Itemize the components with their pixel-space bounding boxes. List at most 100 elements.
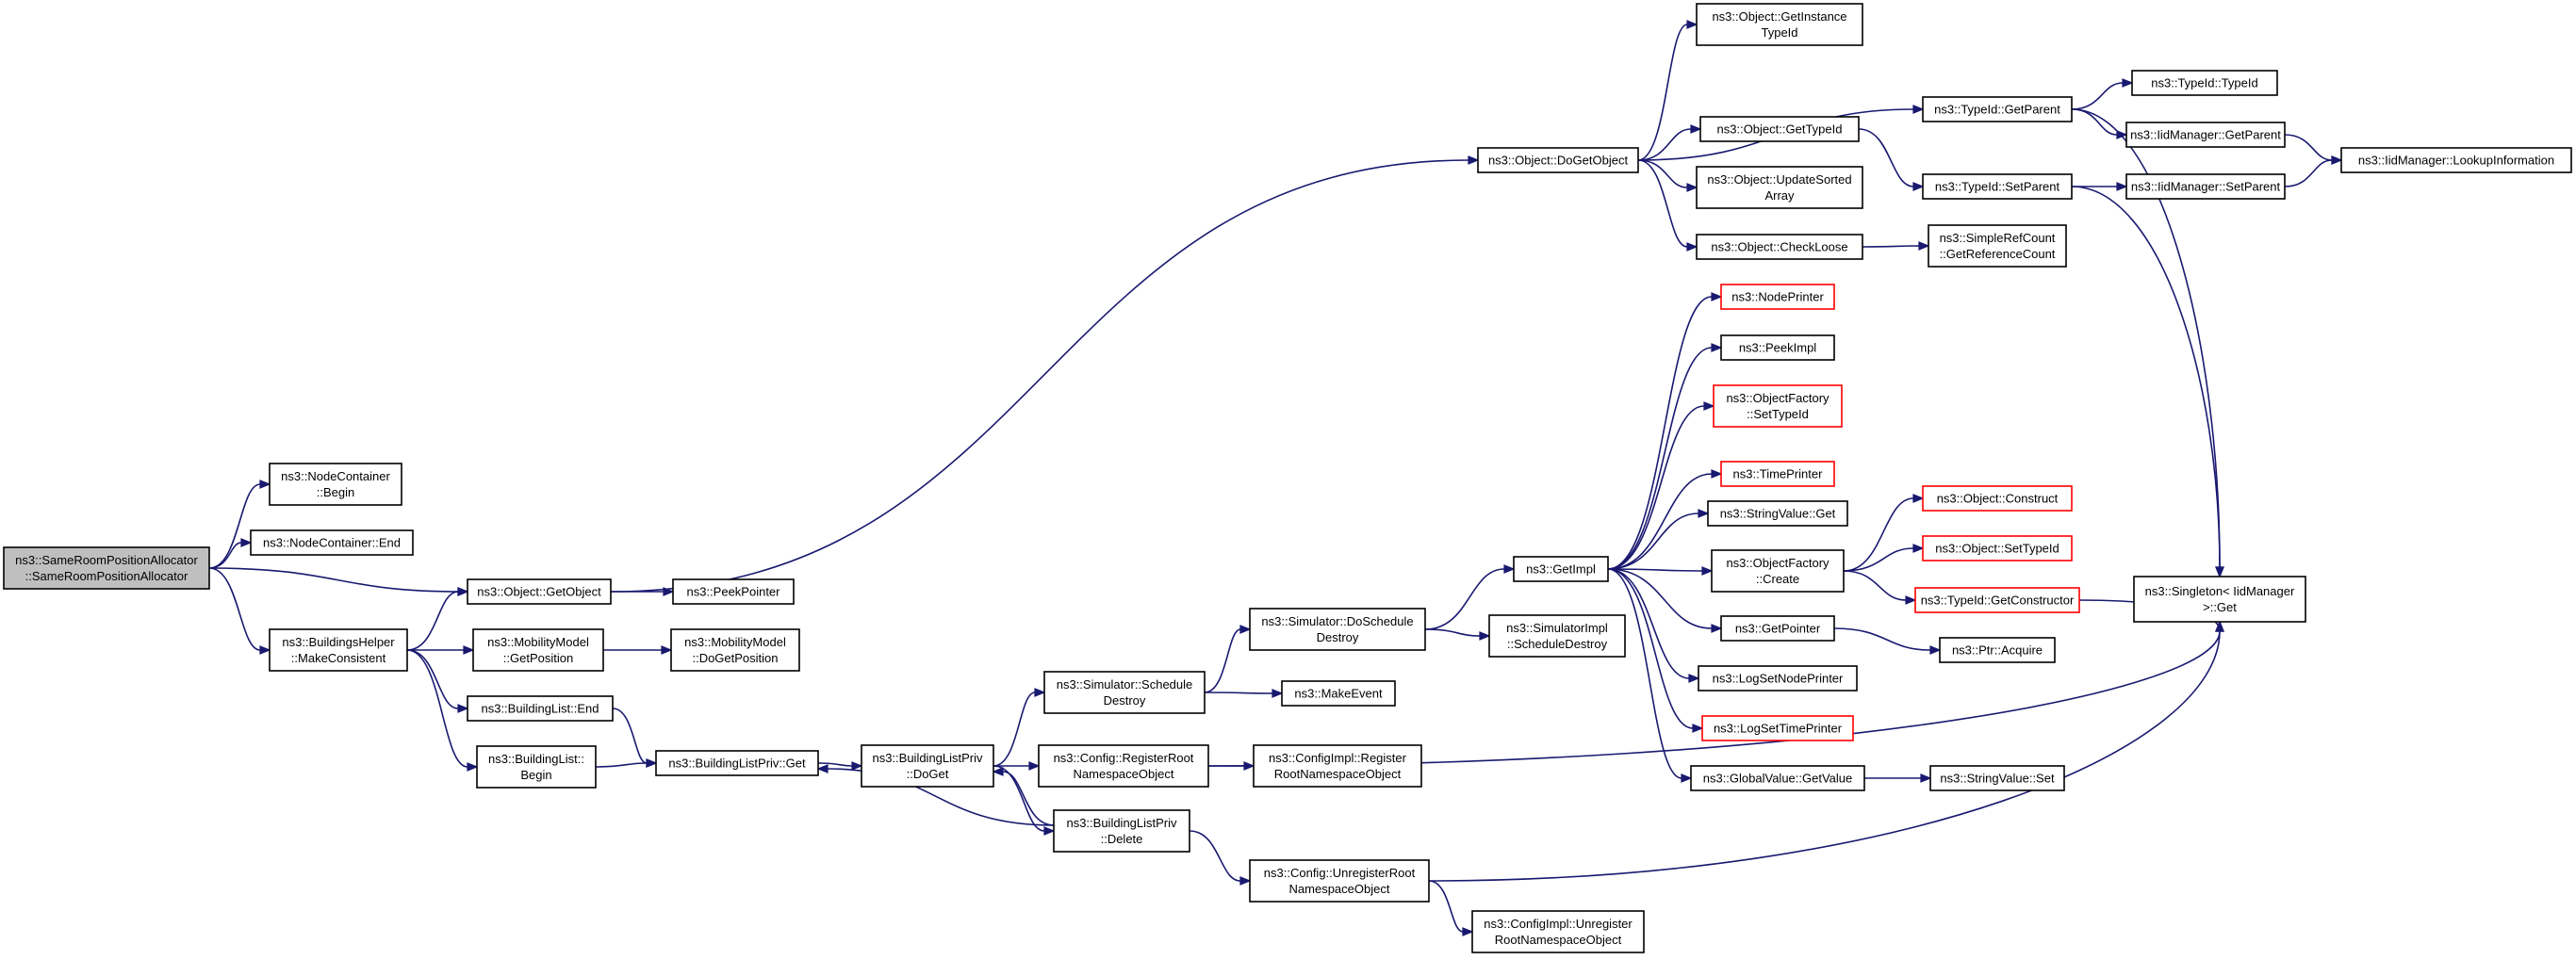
node-cfg_unregisterroot[interactable]: ns3::Config::UnregisterRootNamespaceObje… — [1249, 859, 1430, 903]
node-stringvalue_set[interactable]: ns3::StringValue::Set — [1929, 765, 2065, 791]
node-objfactory_create[interactable]: ns3::ObjectFactory::Create — [1711, 549, 1845, 593]
edge-cfg_registerroot-to-singleton_get — [1207, 630, 2221, 767]
arrowhead-getimpl-to-objfactory_settypeid — [1703, 401, 1715, 411]
node-label: ns3::BuildingListPriv — [1066, 816, 1177, 830]
node-box — [1513, 556, 1609, 582]
node-label: ns3::Object::SetTypeId — [1935, 542, 2059, 556]
node-typeid_getparent[interactable]: ns3::TypeId::GetParent — [1922, 96, 2073, 122]
node-nc_end[interactable]: ns3::NodeContainer::End — [250, 529, 414, 556]
edge-root-to-nc_end — [208, 542, 242, 569]
node-timeprinter[interactable]: ns3::TimePrinter — [1720, 461, 1835, 487]
edge-getimpl-to-stringvalue_get — [1607, 513, 1699, 570]
arrowhead-sim_doscheduledestroy-to-getimpl — [1503, 564, 1516, 574]
node-typeid_getconstructor[interactable]: ns3::TypeId::GetConstructor — [1914, 587, 2080, 613]
node-nc_begin[interactable]: ns3::NodeContainer::Begin — [269, 463, 402, 506]
arrowhead-obj_dogetobject-to-obj_gettypeid — [1690, 124, 1702, 134]
arrowhead-root-to-nc_end — [240, 538, 253, 547]
node-label: ns3::NodeContainer — [281, 469, 390, 483]
arrowhead-iidm_setparent-to-iidm_lookupinfo — [2331, 155, 2343, 165]
node-logsettimeprinter[interactable]: ns3::LogSetTimePrinter — [1701, 715, 1854, 741]
node-peekimpl[interactable]: ns3::PeekImpl — [1720, 334, 1835, 361]
edges-layer — [208, 20, 2343, 936]
node-obj_construct[interactable]: ns3::Object::Construct — [1922, 485, 2073, 512]
node-cfgimpl_unregister[interactable]: ns3::ConfigImpl::UnregisterRootNamespace… — [1471, 910, 1645, 953]
node-typeid_setparent[interactable]: ns3::TypeId::SetParent — [1922, 173, 2073, 200]
node-simimpl_scheduledestroy[interactable]: ns3::SimulatorImpl::ScheduleDestroy — [1488, 614, 1626, 658]
node-label: ns3::Object::GetInstance — [1712, 9, 1846, 24]
edge-iidm_getparent-to-iidm_lookupinfo — [2284, 134, 2333, 161]
node-blp_get[interactable]: ns3::BuildingListPriv::Get — [655, 750, 819, 776]
node-iidm_setparent[interactable]: ns3::IidManager::SetParent — [2125, 173, 2286, 200]
node-label: ns3::Config::RegisterRoot — [1054, 751, 1194, 765]
node-getimpl[interactable]: ns3::GetImpl — [1513, 556, 1609, 582]
node-sim_scheduledestroy[interactable]: ns3::Simulator::ScheduleDestroy — [1043, 671, 1206, 714]
node-nodeprinter[interactable]: ns3::NodePrinter — [1720, 284, 1835, 310]
node-label: ns3::IidManager::GetParent — [2130, 128, 2281, 142]
node-blp_delete[interactable]: ns3::BuildingListPriv::Delete — [1053, 809, 1190, 853]
node-box — [1696, 234, 1863, 260]
node-peekpointer[interactable]: ns3::PeekPointer — [672, 578, 795, 605]
node-globalvalue_getvalue[interactable]: ns3::GlobalValue::GetValue — [1690, 765, 1865, 791]
node-obj_settypeid[interactable]: ns3::Object::SetTypeId — [1922, 535, 2073, 561]
edge-typeid_getparent-to-singleton_get — [2071, 108, 2221, 568]
node-cfgimpl_register[interactable]: ns3::ConfigImpl::RegisterRootNamespaceOb… — [1253, 744, 1422, 788]
node-label: ns3::ObjectFactory — [1726, 391, 1829, 405]
node-ptr_acquire[interactable]: ns3::Ptr::Acquire — [1939, 637, 2056, 663]
node-blp_doget[interactable]: ns3::BuildingListPriv::DoGet — [861, 744, 994, 788]
edge-blp_get-to-blp_doget — [817, 762, 853, 767]
edge-bh_makeconsistent-to-obj_getobject — [406, 591, 459, 651]
node-label: ns3::GetPointer — [1735, 622, 1821, 636]
edge-root-to-obj_getobject — [208, 567, 459, 593]
node-bh_makeconsistent[interactable]: ns3::BuildingsHelper::MakeConsistent — [269, 628, 408, 672]
node-iidm_lookupinfo[interactable]: ns3::IidManager::LookupInformation — [2340, 147, 2572, 173]
node-box — [1488, 614, 1626, 658]
node-label: ns3::Ptr::Acquire — [1952, 643, 2043, 658]
edge-getimpl-to-logsettimeprinter — [1607, 568, 1694, 729]
node-obj_dogetobject[interactable]: ns3::Object::DoGetObject — [1477, 147, 1639, 173]
node-box — [269, 463, 402, 506]
node-obj_checkloose[interactable]: ns3::Object::CheckLoose — [1696, 234, 1863, 260]
node-mm_dogetposition[interactable]: ns3::MobilityModel::DoGetPosition — [670, 628, 800, 672]
edge-sim_doscheduledestroy-to-simimpl_scheduledestroy — [1424, 628, 1481, 637]
node-label: ns3::SameRoomPositionAllocator — [15, 553, 198, 567]
node-label: ns3::Simulator::DoSchedule — [1261, 614, 1413, 628]
node-stringvalue_get[interactable]: ns3::StringValue::Get — [1707, 500, 1848, 527]
node-label: ns3::BuildingList:: — [488, 752, 584, 766]
node-box — [1696, 3, 1863, 46]
node-makeevent[interactable]: ns3::MakeEvent — [1281, 680, 1396, 707]
node-typeid_typeid[interactable]: ns3::TypeId::TypeId — [2131, 70, 2278, 96]
node-label: ns3::BuildingListPriv — [872, 751, 983, 765]
arrowhead-obj_dogetobject-to-obj_getinstancetypeid — [1686, 20, 1698, 29]
edge-typeid_setparent-to-singleton_get — [2071, 186, 2221, 568]
node-box — [1939, 637, 2056, 663]
node-singleton_get[interactable]: ns3::Singleton< IidManager>::Get — [2133, 576, 2306, 623]
node-root[interactable]: ns3::SameRoomPositionAllocator::SameRoom… — [3, 546, 210, 590]
node-getpointer[interactable]: ns3::GetPointer — [1720, 615, 1835, 642]
edge-blp_delete-to-blp_doget — [1002, 771, 1055, 826]
node-mm_getposition[interactable]: ns3::MobilityModel::GetPosition — [472, 628, 604, 672]
node-obj_getobject[interactable]: ns3::Object::GetObject — [467, 578, 612, 605]
node-box — [1720, 334, 1835, 361]
node-label: ns3::PeekImpl — [1739, 341, 1816, 355]
node-bl_end[interactable]: ns3::BuildingList::End — [467, 695, 614, 722]
node-obj_gettypeid[interactable]: ns3::Object::GetTypeId — [1699, 116, 1860, 142]
node-box — [1699, 116, 1860, 142]
node-bl_begin[interactable]: ns3::BuildingList::Begin — [476, 745, 597, 789]
arrowhead-bh_makeconsistent-to-bl_begin — [467, 762, 479, 772]
node-label: ::MakeConsistent — [291, 651, 386, 665]
arrowhead-getimpl-to-stringvalue_get — [1698, 509, 1710, 518]
node-label: ns3::BuildingListPriv::Get — [668, 757, 806, 771]
node-objfactory_settypeid[interactable]: ns3::ObjectFactory::SetTypeId — [1713, 384, 1843, 428]
node-label: RootNamespaceObject — [1495, 933, 1622, 947]
node-box — [670, 628, 800, 672]
node-srefcount_getref[interactable]: ns3::SimpleRefCount::GetReferenceCount — [1928, 224, 2067, 268]
edge-iidm_setparent-to-iidm_lookupinfo — [2284, 159, 2333, 187]
nodes-layer: ns3::SameRoomPositionAllocator::SameRoom… — [3, 3, 2572, 953]
node-iidm_getparent[interactable]: ns3::IidManager::GetParent — [2125, 122, 2286, 148]
node-logsetnodeprinter[interactable]: ns3::LogSetNodePrinter — [1698, 665, 1858, 692]
